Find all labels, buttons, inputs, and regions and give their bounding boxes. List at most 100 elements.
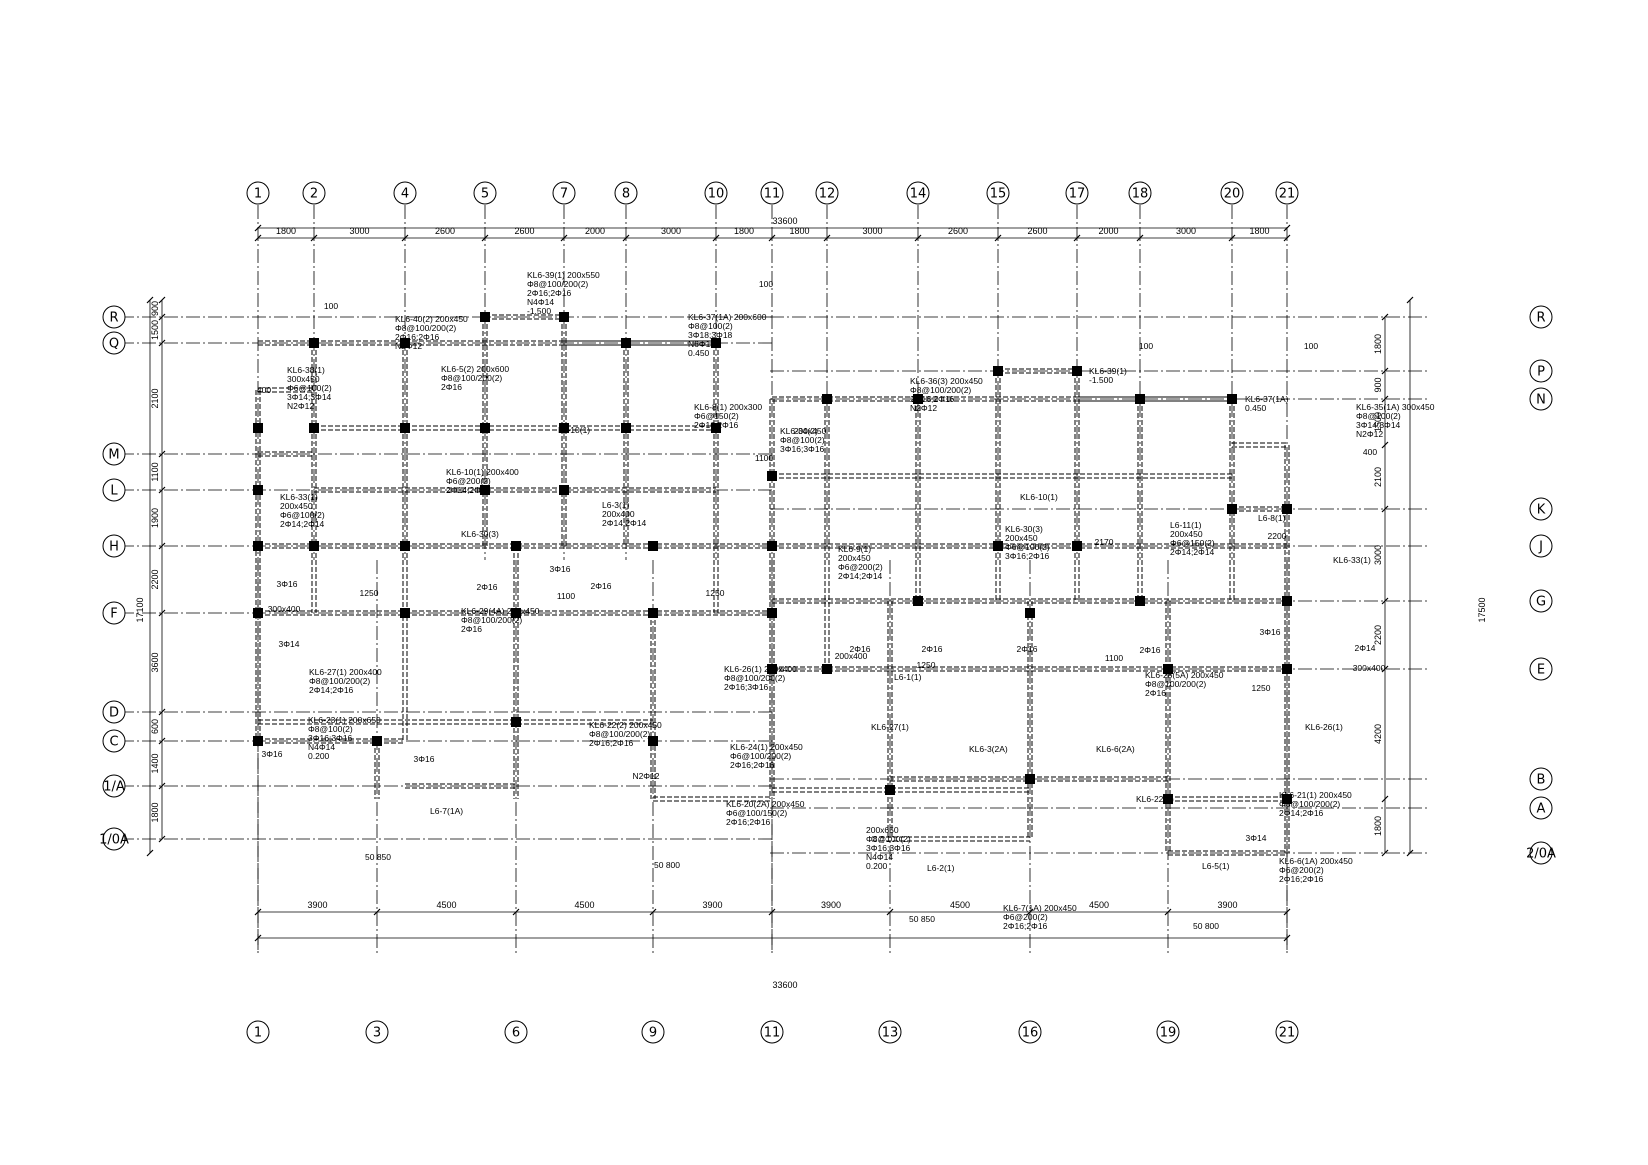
- column-43: [1163, 794, 1173, 804]
- dim-top-tick-10: [994, 234, 1002, 242]
- dim-top-span-2: 2600: [435, 226, 455, 236]
- annotation-l6-11-1-line-2: Φ6@150(2): [1170, 538, 1215, 548]
- annotation-kl6-9-1-line-2: Φ6@200(2): [838, 562, 883, 572]
- annotation-kl6-5-2-line-1: Φ8@100/200(2): [441, 373, 502, 383]
- label-d-1100-b: 1100: [1105, 653, 1124, 663]
- annotation-kl6-5-2-line-0: KL6-5(2) 200x600: [441, 364, 509, 374]
- annotation-kl6-34-2-line-1: Φ8@100(2): [780, 435, 825, 445]
- annotation-kl6-37-1a-right-line-0: KL6-37(1A): [1245, 394, 1289, 404]
- label-r-n2t12: N2Φ12: [632, 771, 659, 781]
- dim-top-tick-11: [1073, 234, 1081, 242]
- annotation-kl6-30-3-right-line-1: 200x450: [1005, 533, 1038, 543]
- dim-top-tick-5: [622, 234, 630, 242]
- column-18: [400, 541, 410, 551]
- annotation-kl6-mid-650-line-0: 200x650: [866, 825, 899, 835]
- annotation-kl6-39-1-top-line-0: KL6-39(1) 200x550: [527, 270, 600, 280]
- axis-left-1-0a-circle: [102, 827, 126, 851]
- annotation-kl6-29-4a-line-0: KL6-29(4A) 200x450: [461, 606, 540, 616]
- dim-top-tick-1: [310, 234, 318, 242]
- dim-right-tick-6: [1381, 665, 1389, 673]
- column-13: [253, 485, 263, 495]
- dim-bottom-tick-6: [1026, 908, 1034, 916]
- annotation-kl6-26-1-top-line-2: 2Φ16;3Φ16: [724, 682, 769, 692]
- axis-right-2-0a-label: 2/0A: [1526, 847, 1556, 862]
- axis-left-d-label: D: [109, 706, 119, 721]
- overall-height-right: 17500: [1477, 597, 1487, 622]
- dim-left-tick-4: [158, 486, 166, 494]
- annotation-kl6-33-1-line-2: Φ6@100(2): [280, 510, 325, 520]
- annotation-kl6-39-1-right: KL6-39(1)-1.500: [1089, 366, 1127, 385]
- column-27: [253, 736, 263, 746]
- annotation-kl6-29-4a-line-2: 2Φ16: [461, 624, 482, 634]
- dim-top-span-11: 2000: [1098, 226, 1118, 236]
- column-50: [1072, 541, 1082, 551]
- annotation-l6-10-1: L6-10(1): [558, 425, 590, 435]
- annotation-kl6-38-1-line-4: N2Φ12: [287, 401, 314, 411]
- dim-left-tick-8: [158, 737, 166, 745]
- dim-right-span-0: 1800: [1373, 334, 1383, 354]
- annotation-kl6-30-3-right-line-0: KL6-30(3): [1005, 524, 1043, 534]
- axis-right-b-circle: [1529, 767, 1553, 791]
- label-d-50850-b: 50 850: [909, 914, 935, 924]
- axis-right-a-label: A: [1537, 802, 1546, 817]
- axis-left-f-circle: [102, 601, 126, 625]
- annotation-kl6-34-2-line-0: KL6-34(2): [780, 426, 818, 436]
- dim-bottom-tick-8: [1283, 908, 1291, 916]
- dim-top-span-12: 3000: [1176, 226, 1196, 236]
- axis-bottom-19-label: 19: [1160, 1026, 1177, 1041]
- axis-right-r-circle: [1529, 305, 1553, 329]
- dim-right-tick-5: [1381, 597, 1389, 605]
- column-48: [1282, 504, 1292, 514]
- annotation-kl6-38-1-line-0: KL6-38(1): [287, 365, 325, 375]
- axis-top-20-circle: [1220, 181, 1244, 205]
- annotation-kl6-5-2-line-2: 2Φ16: [441, 382, 462, 392]
- annotation-kl6-36-3-line-3: N2Φ12: [910, 403, 937, 413]
- label-r-3t16-b: 3Φ16: [550, 564, 571, 574]
- annotation-kl6-37-1a-right: KL6-37(1A)0.450: [1245, 394, 1289, 413]
- axis-left-r-circle: [102, 305, 126, 329]
- annotation-kl6-23-1-line-0: KL6-23(1) 200x650: [308, 715, 381, 725]
- column-33: [913, 394, 923, 404]
- label-r-300x400-b: 300x400: [1353, 663, 1386, 673]
- dim-left-tick-2: [158, 339, 166, 347]
- axis-right-n-circle: [1529, 387, 1553, 411]
- label-d-2200: 2200: [1268, 531, 1287, 541]
- column-16: [253, 541, 263, 551]
- annotation-l6-11-1-line-0: L6-11(1): [1170, 520, 1202, 530]
- label-d-50800-a: 50 800: [654, 860, 680, 870]
- column-5: [711, 338, 721, 348]
- column-14: [480, 485, 490, 495]
- annotation-kl6-26-1-top-line-1: Φ8@100/200(2): [724, 673, 785, 683]
- overall-width-bottom: 33600: [772, 980, 797, 990]
- axis-top-14-label: 14: [910, 187, 927, 202]
- annotation-kl6-34-2: KL6-34(2)Φ8@100(2)3Φ16;3Φ16: [780, 426, 825, 454]
- column-19: [511, 541, 521, 551]
- dim-bottom-tick-3: [649, 908, 657, 916]
- dim-right-span-7: 1800: [1373, 816, 1383, 836]
- dim-bottom-span-4: 3900: [821, 900, 841, 910]
- annotation-kl6-30-3-left-line-0: KL6-30(3): [461, 529, 499, 539]
- axis-top-11-label: 11: [764, 187, 781, 202]
- dim-left-tick-7: [158, 708, 166, 716]
- annotation-kl6-6-1a-line-2: 2Φ16;2Φ16: [1279, 874, 1324, 884]
- axis-left-l-label: L: [110, 484, 118, 499]
- label-d-100-d: 100: [1304, 341, 1318, 351]
- column-53: [767, 471, 777, 481]
- annotation-kl6-27-1-b-line-0: KL6-27(1): [871, 722, 909, 732]
- column-10: [559, 423, 569, 433]
- annotation-kl6-24-1-line-0: KL6-24(1) 200x450: [730, 742, 803, 752]
- axis-bottom-21-label: 21: [1279, 1026, 1296, 1041]
- label-d-1250-d: 1250: [1252, 683, 1271, 693]
- dim-top-tick-9: [914, 234, 922, 242]
- annotation-kl6-37-1a-top-line-0: KL6-37(1A) 200x600: [688, 312, 767, 322]
- column-42: [1163, 664, 1173, 674]
- annotation-kl6-10-1-a-line-0: KL6-10(1) 200x400: [446, 467, 519, 477]
- annotation-kl6-35-1a-line-2: 3Φ14;3Φ14: [1356, 420, 1401, 430]
- column-37: [1227, 394, 1237, 404]
- axis-bottom-19-circle: [1156, 1020, 1180, 1044]
- axis-right-j-circle: [1529, 534, 1553, 558]
